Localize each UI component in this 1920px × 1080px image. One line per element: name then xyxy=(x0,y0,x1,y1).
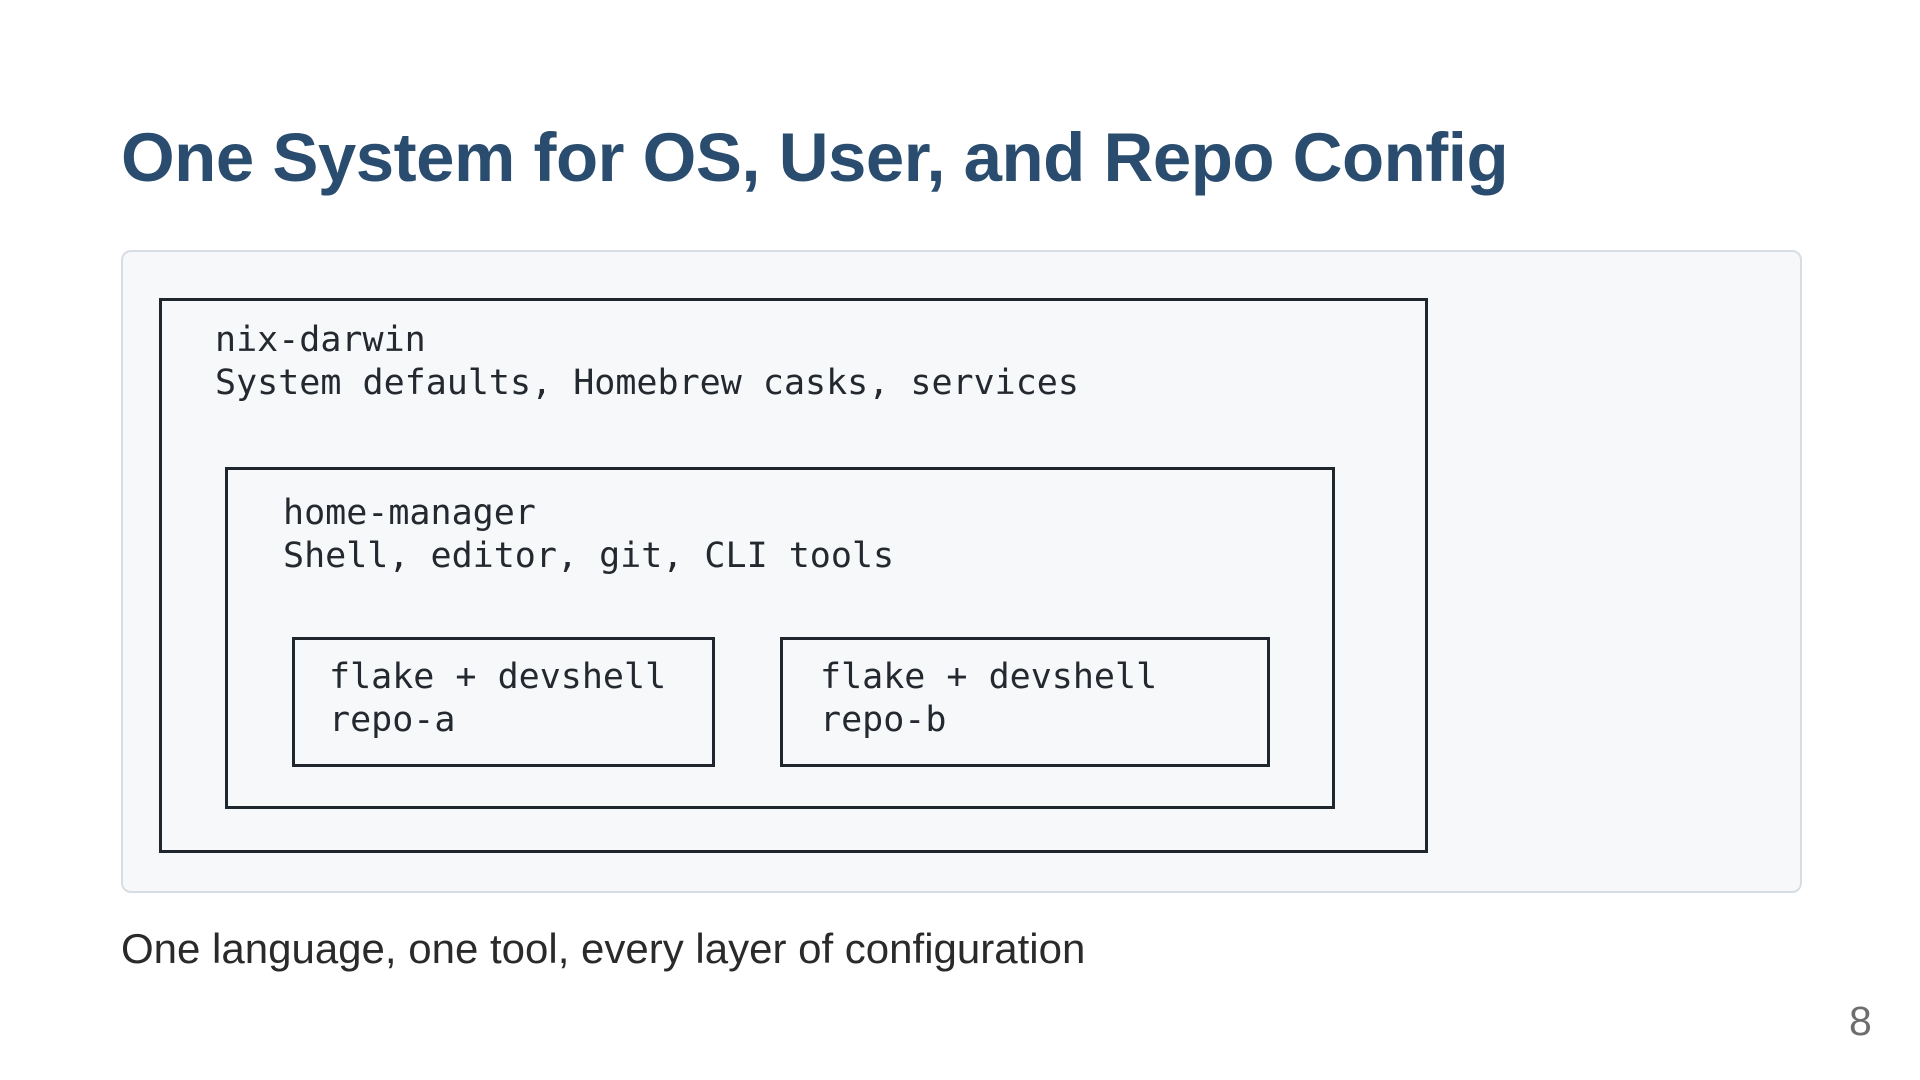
repo-b-name: flake + devshell xyxy=(820,657,1158,697)
nix-darwin-label: nix-darwin System defaults, Homebrew cas… xyxy=(215,319,1425,405)
home-manager-box: home-manager Shell, editor, git, CLI too… xyxy=(225,467,1335,809)
nix-darwin-name: nix-darwin xyxy=(215,320,426,360)
nix-darwin-description: System defaults, Homebrew casks, service… xyxy=(215,363,1079,403)
nix-darwin-box: nix-darwin System defaults, Homebrew cas… xyxy=(159,298,1428,853)
slide-title: One System for OS, User, and Repo Config xyxy=(121,119,1509,196)
repo-a-name: flake + devshell xyxy=(329,657,667,697)
home-manager-label: home-manager Shell, editor, git, CLI too… xyxy=(283,492,1332,578)
repo-b-label: flake + devshell repo-b xyxy=(820,656,1267,742)
repo-b-description: repo-b xyxy=(820,700,947,740)
home-manager-name: home-manager xyxy=(283,493,536,533)
repo-a-description: repo-a xyxy=(329,700,456,740)
page-number: 8 xyxy=(1849,998,1872,1044)
repo-a-label: flake + devshell repo-a xyxy=(329,656,712,742)
slide-caption: One language, one tool, every layer of c… xyxy=(121,925,1086,972)
home-manager-description: Shell, editor, git, CLI tools xyxy=(283,536,895,576)
repo-b-box: flake + devshell repo-b xyxy=(780,637,1270,767)
diagram-panel: nix-darwin System defaults, Homebrew cas… xyxy=(121,250,1802,893)
repo-a-box: flake + devshell repo-a xyxy=(292,637,715,767)
